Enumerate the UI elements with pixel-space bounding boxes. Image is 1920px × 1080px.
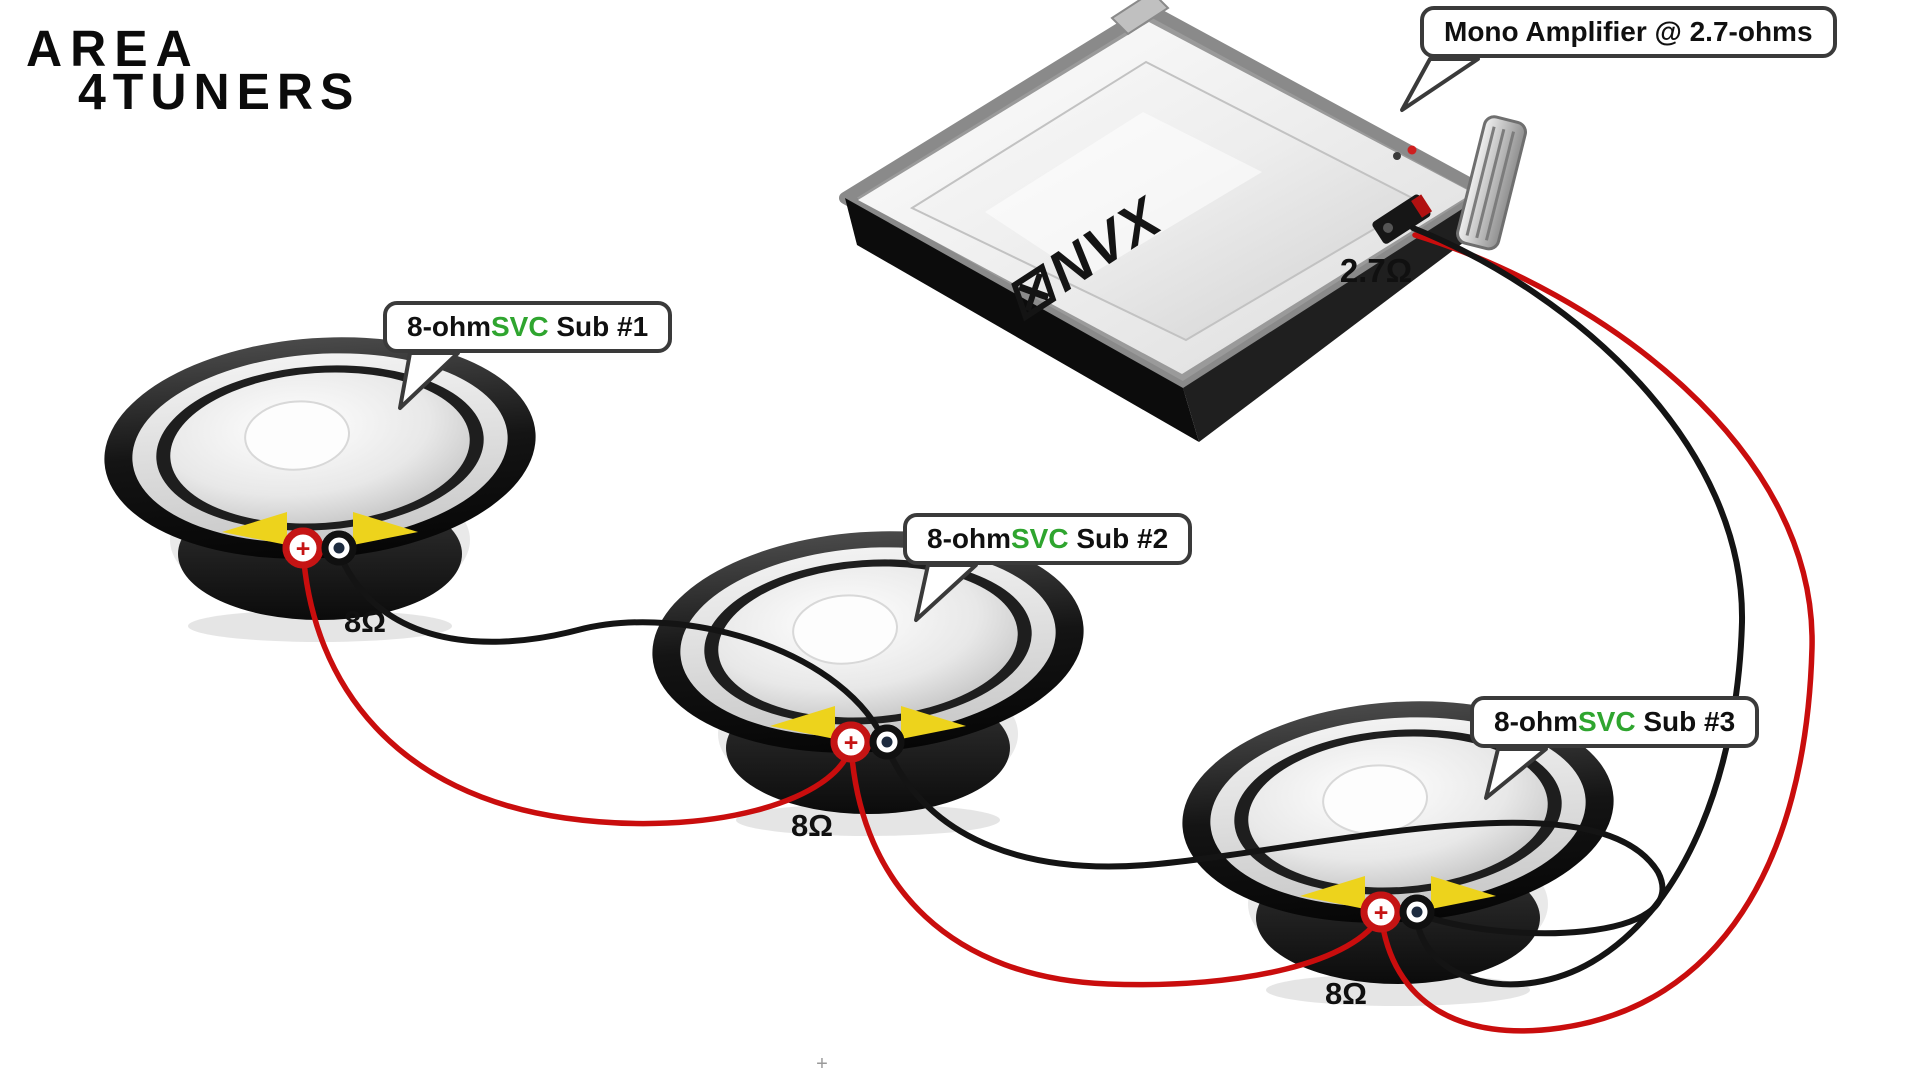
wire-negative-sub1-to-sub2 — [335, 547, 889, 748]
terminal-overlays: + + + — [282, 527, 1435, 933]
sub2-callout-prefix: 8-ohm — [927, 523, 1011, 554]
amp-callout-tail — [1400, 57, 1480, 112]
amp-bracket-right — [1456, 115, 1527, 251]
area4tuners-logo: AREA 4TUNERS — [26, 20, 361, 120]
amp-side-front — [1183, 193, 1500, 442]
wire-positive-sub2-to-sub3 — [848, 742, 1384, 988]
sub2-positive-terminal — [830, 721, 872, 763]
stray-plus-mark: + — [816, 1053, 828, 1075]
wire-positive-sub1-to-sub2 — [300, 547, 854, 827]
wire-positive-sub3-to-amp — [1378, 232, 1815, 1034]
amp-output-terminal — [1372, 194, 1433, 244]
amp-callout: Mono Amplifier @ 2.7-ohms — [1420, 6, 1837, 58]
sub3-callout: 8-ohmSVC Sub #3 — [1470, 696, 1760, 748]
sub2-callout-tail — [914, 563, 978, 622]
sub1-callout-prefix: 8-ohm — [407, 311, 491, 342]
sub2-impedance-label: 8Ω — [791, 808, 833, 843]
sub3-impedance-label: 8Ω — [1325, 976, 1367, 1011]
sub2-callout-svc: SVC — [1011, 523, 1069, 554]
sub3-callout-suffix: Sub #3 — [1635, 706, 1736, 737]
subwoofer-2 — [645, 517, 1091, 836]
plus-icon: + — [1374, 899, 1389, 927]
minus-dot-icon — [1411, 906, 1423, 918]
logo-line-1: AREA — [26, 20, 200, 78]
amp-impedance-label: 2.7Ω — [1340, 252, 1412, 289]
wire-negative-sub2-to-sub3 — [883, 742, 1666, 937]
amp-led-red — [1407, 145, 1417, 155]
sub1-positive-terminal — [282, 527, 324, 569]
sub3-callout-svc: SVC — [1578, 706, 1636, 737]
amp-bracket-top — [1110, 0, 1170, 36]
amp-callout-label: Mono Amplifier @ 2.7-ohms — [1444, 16, 1813, 47]
sub1-callout: 8-ohmSVC Sub #1 — [383, 301, 673, 353]
sub1-callout-suffix: Sub #1 — [548, 311, 649, 342]
sub1-callout-tail — [398, 351, 460, 410]
amplifier: ⊠NVX 2.7Ω — [839, 0, 1527, 442]
logo-line-2: 4TUNERS — [78, 62, 361, 120]
amp-side-left — [845, 198, 1199, 442]
sub2-callout-suffix: Sub #2 — [1068, 523, 1169, 554]
minus-dot-icon — [333, 542, 345, 554]
sub2-callout: 8-ohmSVC Sub #2 — [903, 513, 1193, 565]
subwoofer-1 — [97, 323, 543, 642]
minus-dot-icon — [881, 736, 893, 748]
sub3-callout-prefix: 8-ohm — [1494, 706, 1578, 737]
sub1-callout-svc: SVC — [491, 311, 549, 342]
plus-icon: + — [296, 535, 311, 563]
plus-icon: + — [844, 729, 859, 757]
amp-led-dark — [1393, 152, 1401, 160]
sub3-positive-terminal — [1360, 891, 1402, 933]
amp-highlight — [985, 112, 1262, 278]
sub1-impedance-label: 8Ω — [344, 604, 386, 639]
sub3-callout-tail — [1484, 747, 1548, 800]
